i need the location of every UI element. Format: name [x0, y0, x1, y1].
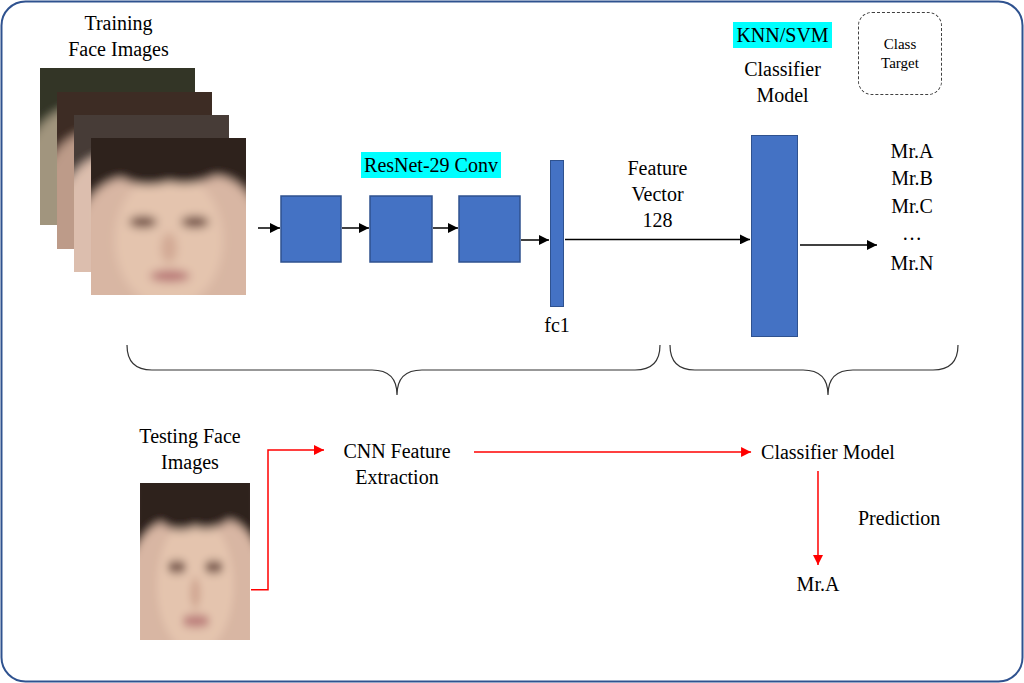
process-text: Classifier Model [759, 437, 897, 467]
connector-arrow [474, 451, 751, 453]
node-label: Classifier Model [761, 439, 895, 465]
node-heading: Classifier Model [728, 56, 838, 108]
testing-face-image [133, 473, 257, 653]
class-name: Mr.N [891, 250, 934, 276]
edge-label: Prediction [858, 505, 940, 531]
image-stack: Training Face Images [40, 68, 245, 295]
flow-arrow [342, 227, 369, 229]
label-slot: Mr.N [891, 250, 934, 276]
text-group: CNN Feature Extraction [332, 438, 462, 490]
prediction-text: Mr.A [795, 569, 842, 599]
label-slot: Mr.A [891, 138, 934, 164]
flow-arrow [433, 227, 458, 229]
node-label: Mr.A [797, 571, 840, 597]
class-name: … [902, 220, 922, 246]
conv-block [370, 196, 432, 262]
text-group: Class Target [865, 35, 935, 73]
edge-label-slot: Feature Vector 128 [619, 155, 697, 233]
label-slot: ResNet-29 Conv [361, 152, 501, 178]
class-target-box: Class Target [858, 12, 942, 95]
node-heading: Testing Face Images [139, 423, 241, 475]
conv-block [281, 196, 341, 262]
connector-arrow [565, 239, 750, 241]
flow-arrow [258, 227, 280, 229]
text-group: Classifier Model [761, 439, 895, 465]
test-image: Testing Face Images [140, 483, 250, 640]
fc-layer-bar: fc1 [550, 160, 564, 307]
connector-arrow [251, 450, 324, 590]
node-heading: KNN/SVM [733, 22, 831, 48]
connector-arrow [817, 471, 819, 565]
node-heading: fc1 [544, 312, 570, 338]
module-label: ResNet-29 Conv [361, 152, 501, 178]
heading-group: KNN/SVM Classifier Model [728, 22, 838, 108]
class-name: Mr.A [891, 138, 934, 164]
class-name: Mr.C [891, 193, 933, 219]
flow-arrow [521, 239, 549, 241]
brace [127, 345, 660, 395]
classifier-bar: KNN/SVMClassifier Model [751, 135, 798, 337]
edge-label-slot: Prediction [858, 505, 940, 531]
node-label: Class Target [865, 35, 935, 73]
training-face-image [81, 128, 256, 308]
class-name: Mr.B [891, 165, 933, 191]
node-heading: Training Face Images [66, 10, 172, 62]
brace [670, 345, 958, 395]
edge-label: Feature Vector 128 [619, 155, 697, 233]
flow-arrow [800, 244, 877, 246]
label-slot: … [902, 220, 922, 246]
conv-block [459, 196, 520, 262]
node-label: CNN Feature Extraction [332, 438, 462, 490]
text-group: Mr.A [797, 571, 840, 597]
heading-group: fc1 [544, 312, 570, 338]
label-slot: Mr.B [891, 165, 933, 191]
label-slot: Mr.C [891, 193, 933, 219]
process-text: CNN Feature Extraction [330, 436, 464, 492]
heading-group: Training Face Images [66, 10, 172, 62]
heading-group: Testing Face Images [139, 423, 241, 475]
